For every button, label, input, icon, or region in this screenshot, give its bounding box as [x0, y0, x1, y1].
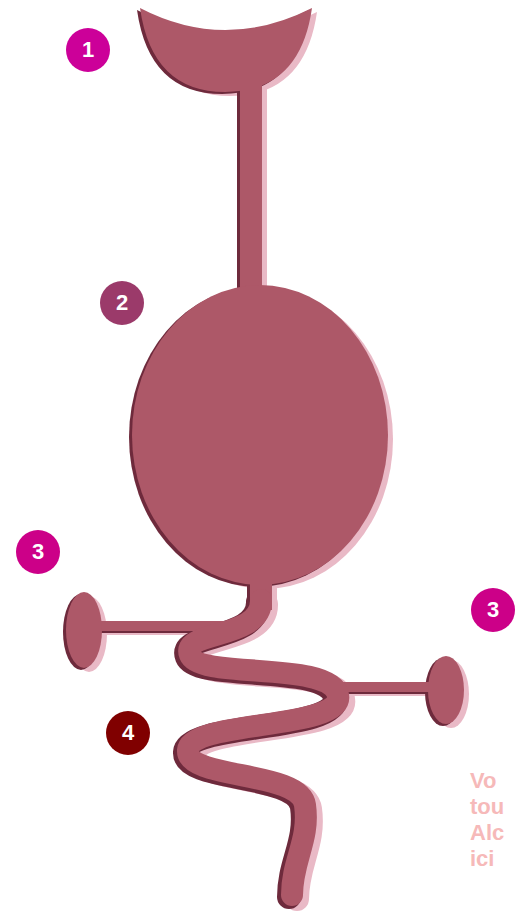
- callout-number: 3: [471, 588, 515, 632]
- callout-number: 2: [100, 281, 144, 325]
- callout-number: 3: [16, 530, 60, 574]
- left-gland: [66, 592, 102, 668]
- mouth: [140, 8, 312, 92]
- esophagus: [240, 85, 262, 290]
- right-gland: [428, 656, 464, 724]
- intestine: [188, 600, 338, 895]
- note-text: Vo tou Alc ici: [470, 768, 516, 872]
- stomach: [132, 285, 388, 585]
- callout-number: 1: [66, 28, 110, 72]
- callout-number: 4: [106, 711, 150, 755]
